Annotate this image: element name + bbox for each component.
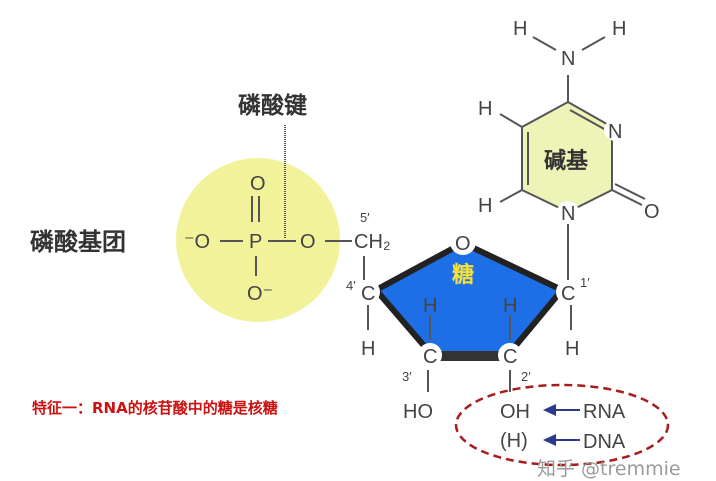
atom-h-amino-right: H xyxy=(612,18,626,40)
atom-ring-o: O xyxy=(455,233,471,255)
atom-c2: C xyxy=(503,346,517,368)
atom-oh: OH xyxy=(500,401,530,423)
atom-c3: C xyxy=(423,346,437,368)
atom-h-c3: H xyxy=(423,295,437,317)
atom-h-c2: H xyxy=(503,295,517,317)
atom-o-minus-bottom: O⁻ xyxy=(247,283,273,305)
atom-h-dna: (H) xyxy=(500,430,528,452)
label-3-prime: 3′ xyxy=(402,369,412,384)
atom-h-c6: H xyxy=(478,195,492,217)
feature-note: 特征一：RNA的核苷酸中的糖是核糖 xyxy=(32,399,278,417)
label-2-prime: 2′ xyxy=(521,369,531,384)
base-label: 碱基 xyxy=(544,148,589,174)
atom-o-minus-left: ⁻O xyxy=(184,231,210,253)
sugar-ring xyxy=(373,240,565,358)
atom-p: P xyxy=(249,231,262,253)
phosphate-group-label: 磷酸基团 xyxy=(30,228,126,256)
atom-ch2: CH₂ xyxy=(354,231,391,253)
atom-h-amino-left: H xyxy=(513,18,527,40)
rna-label: RNA xyxy=(583,401,626,423)
atom-h-c1: H xyxy=(565,338,579,360)
atom-h-c4: H xyxy=(361,338,375,360)
atom-c1: C xyxy=(561,283,575,305)
atom-o-ester: O xyxy=(300,231,316,253)
arrow-rna xyxy=(543,404,556,416)
atom-o-top: O xyxy=(250,173,266,195)
highlight-ellipse xyxy=(454,383,670,467)
arrow-dna xyxy=(543,434,556,446)
atom-n1: N xyxy=(561,203,575,225)
label-1-prime: 1′ xyxy=(580,275,590,290)
label-5-prime: 5′ xyxy=(360,210,370,225)
phosphate-group-circle xyxy=(176,158,340,322)
watermark: 知乎 @tremmie xyxy=(537,458,681,480)
label-4-prime: 4′ xyxy=(346,278,356,293)
atom-o-carbonyl: O xyxy=(644,201,660,223)
atom-ho: HO xyxy=(403,401,433,423)
atom-h-c5: H xyxy=(478,98,492,120)
atom-n-amino: N xyxy=(561,48,575,70)
dna-label: DNA xyxy=(583,431,626,453)
atom-n3: N xyxy=(608,121,622,143)
phosphodiester-bond-label: 磷酸键 xyxy=(238,92,307,119)
atom-c4: C xyxy=(361,283,375,305)
sugar-label: 糖 xyxy=(452,262,474,288)
